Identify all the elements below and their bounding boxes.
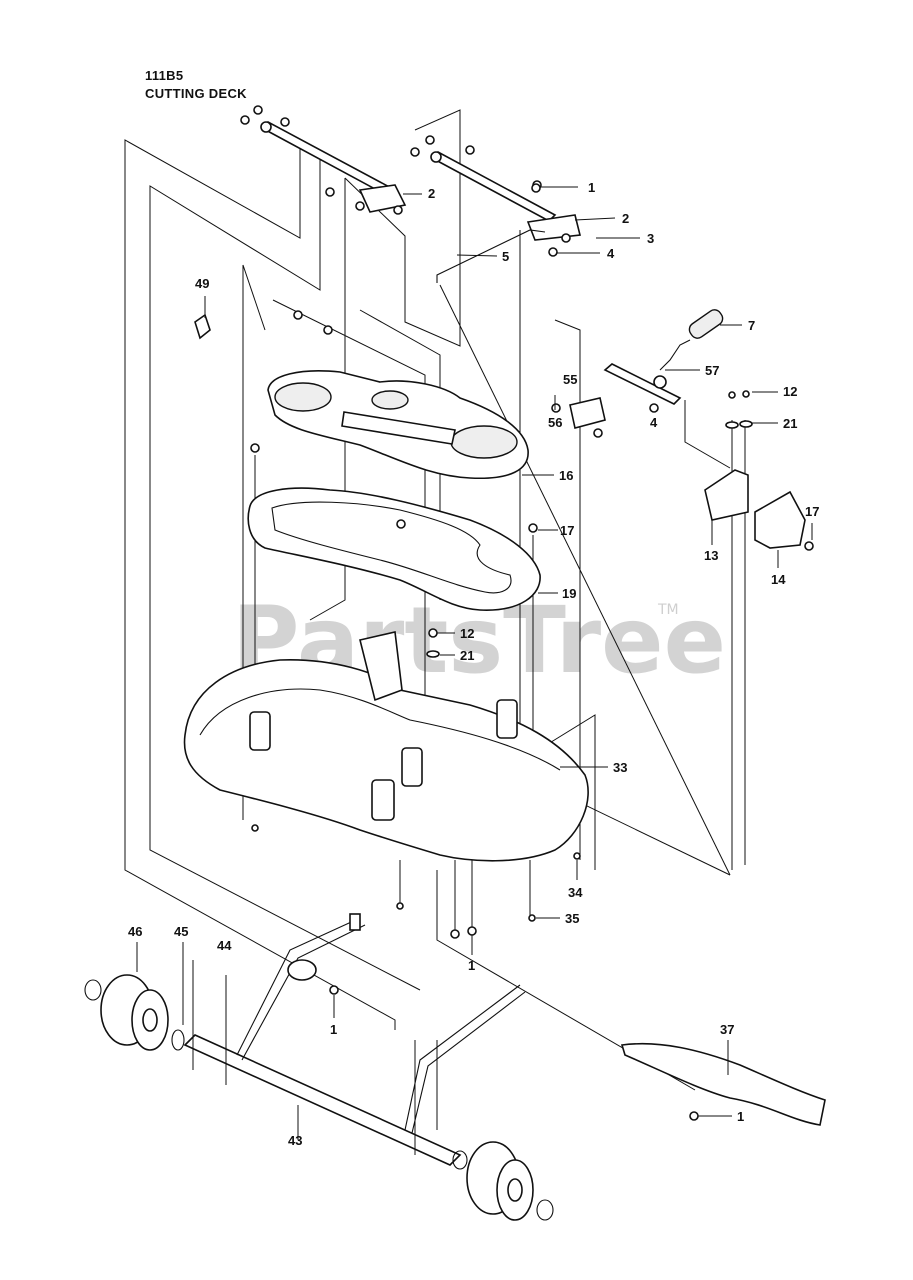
- callout-17: 17: [560, 523, 574, 538]
- callout-56: 56: [548, 415, 562, 430]
- wheel-right: [452, 1141, 554, 1221]
- callout-leaders: [136, 186, 813, 1155]
- callout-44: 44: [217, 938, 232, 953]
- callout-17: 17: [805, 504, 819, 519]
- height-quadrant-bracket: [704, 469, 814, 551]
- callout-43: 43: [288, 1133, 302, 1148]
- callout-35: 35: [565, 911, 579, 926]
- callout-46: 46: [128, 924, 142, 939]
- callout-57: 57: [705, 363, 719, 378]
- lift-rod-right: [410, 135, 581, 257]
- callout-37: 37: [720, 1022, 734, 1037]
- side-plate: [620, 1042, 826, 1126]
- callout-2: 2: [622, 211, 629, 226]
- callout-45: 45: [174, 924, 188, 939]
- deck-shell: [183, 631, 589, 862]
- watermark-trademark: TM: [657, 602, 679, 618]
- height-adjust-lever: [551, 309, 753, 438]
- callout-4: 4: [650, 415, 658, 430]
- wheel-left: [84, 974, 185, 1051]
- callout-7: 7: [748, 318, 755, 333]
- callout-12: 12: [460, 626, 474, 641]
- callout-49: 49: [195, 276, 209, 291]
- front-axle: [183, 913, 526, 1166]
- hardware-nuts: [194, 183, 699, 1121]
- belt-cover: [267, 370, 529, 480]
- lift-rod-left: [240, 105, 407, 215]
- callout-19: 19: [562, 586, 576, 601]
- callout-4: 4: [607, 246, 615, 261]
- callout-34: 34: [568, 885, 583, 900]
- belt-guard: [247, 487, 541, 611]
- diagram-title: CUTTING DECK: [145, 86, 247, 101]
- callout-5: 5: [502, 249, 509, 264]
- callout-55: 55: [563, 372, 577, 387]
- callout-33: 33: [613, 760, 627, 775]
- lift-link-rod: [436, 229, 546, 283]
- callout-16: 16: [559, 468, 573, 483]
- callout-labels: 1 2 2 3 4 5 49 7 57 55 12 21 56 4 16 13 …: [128, 180, 819, 1148]
- callout-21: 21: [783, 416, 797, 431]
- diagram-number: 111B5: [145, 68, 184, 83]
- callout-3: 3: [647, 231, 654, 246]
- callout-13: 13: [704, 548, 718, 563]
- callout-12: 12: [783, 384, 797, 399]
- callout-2: 2: [428, 186, 435, 201]
- callout-1: 1: [737, 1109, 744, 1124]
- callout-1: 1: [468, 958, 475, 973]
- callout-21: 21: [460, 648, 474, 663]
- callout-1: 1: [330, 1022, 337, 1037]
- callout-1: 1: [588, 180, 595, 195]
- callout-14: 14: [771, 572, 786, 587]
